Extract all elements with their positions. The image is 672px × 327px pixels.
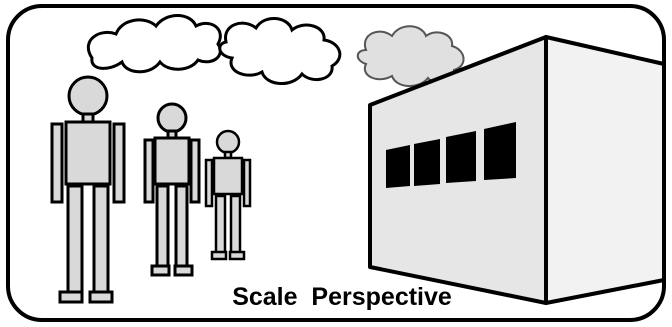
caption-label: Scale Perspective — [232, 283, 452, 311]
window-1 — [386, 145, 410, 188]
window-4 — [484, 122, 516, 180]
warehouse-side-wall — [544, 35, 666, 305]
medium-person — [143, 102, 201, 277]
large-person — [50, 75, 126, 304]
cloud-far — [356, 25, 465, 87]
cloud-middle — [218, 17, 342, 85]
warehouse — [368, 35, 666, 305]
small-person — [204, 129, 252, 261]
window-2 — [414, 139, 440, 186]
window-3 — [446, 131, 476, 183]
cloud-near — [86, 14, 222, 74]
